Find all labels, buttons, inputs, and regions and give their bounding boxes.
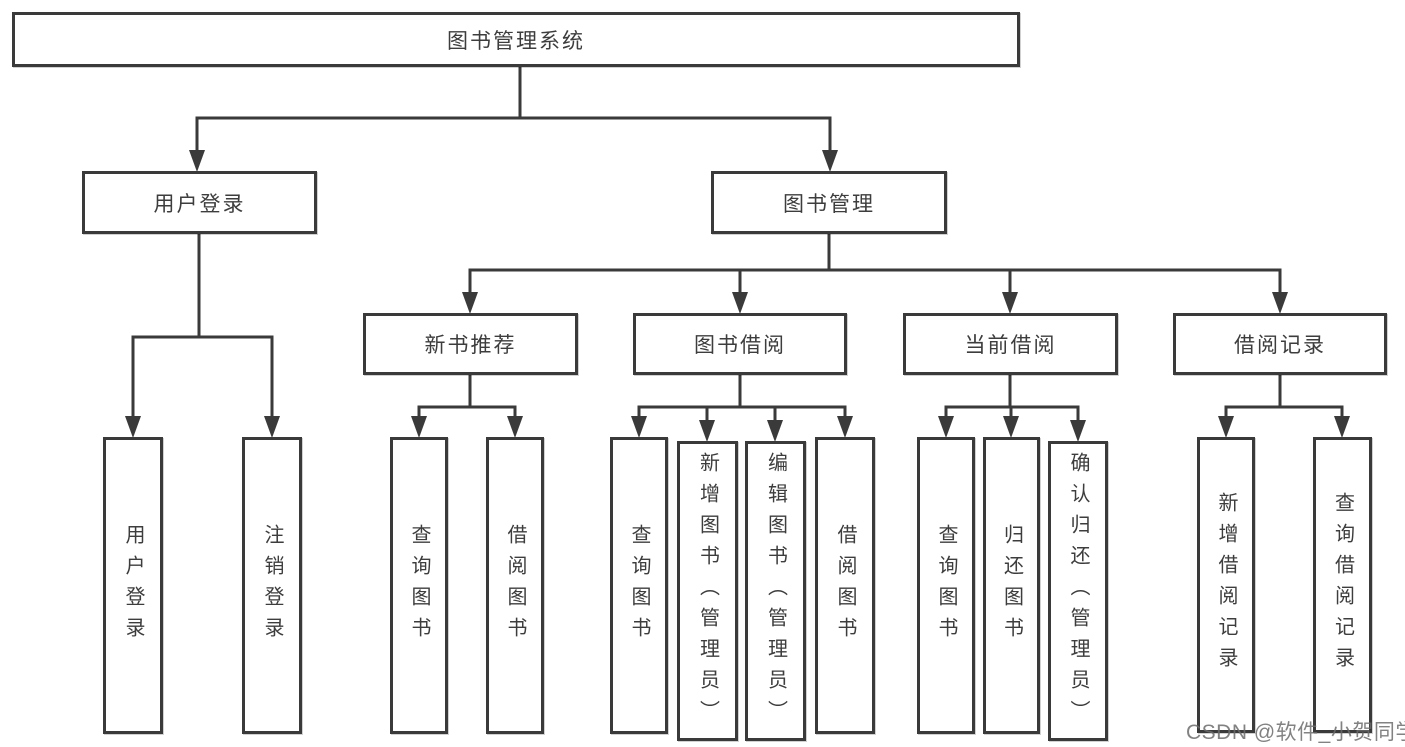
leaf-records-add-record: 新增借阅记录 [1197,437,1255,733]
leaf-current-return-books-label: 归还图书 [1000,523,1023,648]
node-root-label: 图书管理系统 [447,29,585,53]
csdn-watermark: CSDN @软件_小贺同学 [1186,721,1405,744]
node-book-borrow: 图书借阅 [633,313,847,375]
leaf-current-confirm-return-admin: 确认归还（管理员） [1048,441,1108,741]
node-current-borrow: 当前借阅 [903,313,1118,375]
leaf-newbook-query-books-label: 查询图书 [408,523,430,648]
leaf-borrow-edit-books-admin: 编辑图书（管理员） [745,441,806,741]
leaf-records-query-record-label: 查询借阅记录 [1331,492,1354,678]
node-book-management: 图书管理 [711,171,947,234]
leaf-current-query-books: 查询图书 [917,437,975,734]
node-borrow-records-label: 借阅记录 [1234,334,1326,357]
leaf-borrow-borrow-books: 借阅图书 [815,437,875,734]
leaf-current-query-books-label: 查询图书 [935,523,957,648]
node-new-book-recommend-label: 新书推荐 [424,334,517,357]
arrowheads [125,150,1350,442]
leaf-newbook-query-books: 查询图书 [390,437,448,734]
leaf-borrow-query-books: 查询图书 [610,437,668,734]
node-current-borrow-label: 当前借阅 [964,334,1057,357]
node-book-management-label: 图书管理 [783,192,875,216]
node-new-book-recommend: 新书推荐 [363,313,578,375]
node-root-system: 图书管理系统 [12,12,1020,67]
node-user-login-label: 用户登录 [153,192,246,216]
node-borrow-records: 借阅记录 [1173,313,1387,375]
leaf-newbook-borrow-books: 借阅图书 [486,437,544,734]
leaf-logout: 注销登录 [242,437,302,734]
leaf-borrow-query-books-label: 查询图书 [628,523,650,648]
leaf-current-return-books: 归还图书 [983,437,1040,734]
node-user-login: 用户登录 [82,171,317,234]
leaf-newbook-borrow-books-label: 借阅图书 [504,523,526,648]
leaf-borrow-add-books-admin: 新增图书（管理员） [677,441,738,741]
node-book-borrow-label: 图书借阅 [694,334,786,357]
leaf-logout-label: 注销登录 [261,523,283,648]
leaf-borrow-edit-books-admin-label: 编辑图书（管理员） [764,451,787,731]
leaf-user-login: 用户登录 [103,437,163,734]
leaf-records-query-record: 查询借阅记录 [1313,437,1372,733]
leaf-borrow-borrow-books-label: 借阅图书 [834,523,856,648]
leaf-borrow-add-books-admin-label: 新增图书（管理员） [696,451,719,731]
leaf-user-login-label: 用户登录 [122,523,144,648]
leaf-current-confirm-return-admin-label: 确认归还（管理员） [1067,451,1089,731]
leaf-records-add-record-label: 新增借阅记录 [1215,492,1237,678]
